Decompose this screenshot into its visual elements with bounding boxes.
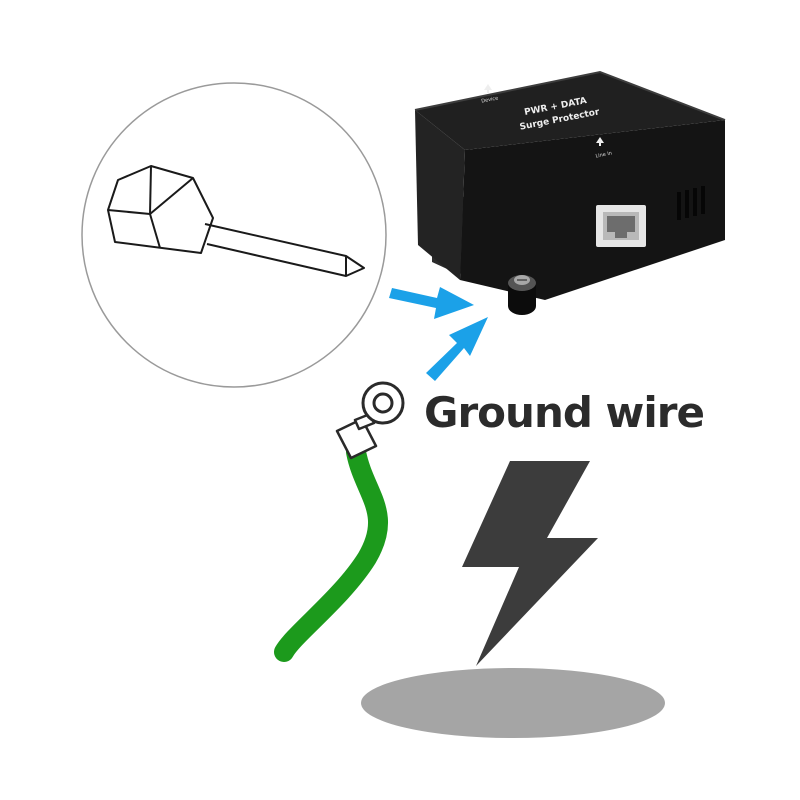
arrow-icon (426, 317, 488, 381)
magnifier-circle (81, 82, 387, 388)
arrow-icon (389, 287, 474, 319)
lightning-bolt-icon (462, 461, 598, 666)
screwdriver-icon (107, 165, 365, 277)
vent-slots (677, 186, 705, 220)
ground-wire (274, 381, 405, 662)
green-wire (274, 442, 388, 662)
port-label-device: Device (481, 95, 499, 104)
rj45-port (596, 205, 646, 247)
screwdriver-callout (81, 82, 387, 388)
ground-wire-label: Ground wire (424, 388, 705, 437)
surge-protector-device: PWR + DATA Surge Protector Device Line I… (414, 70, 726, 315)
up-arrow-icon (596, 137, 604, 146)
ground-shadow (361, 668, 665, 738)
ring-terminal-icon (335, 381, 405, 460)
port-label-line-in: Line In (595, 150, 612, 159)
ground-screw (508, 275, 536, 315)
up-arrow-icon (484, 84, 492, 93)
